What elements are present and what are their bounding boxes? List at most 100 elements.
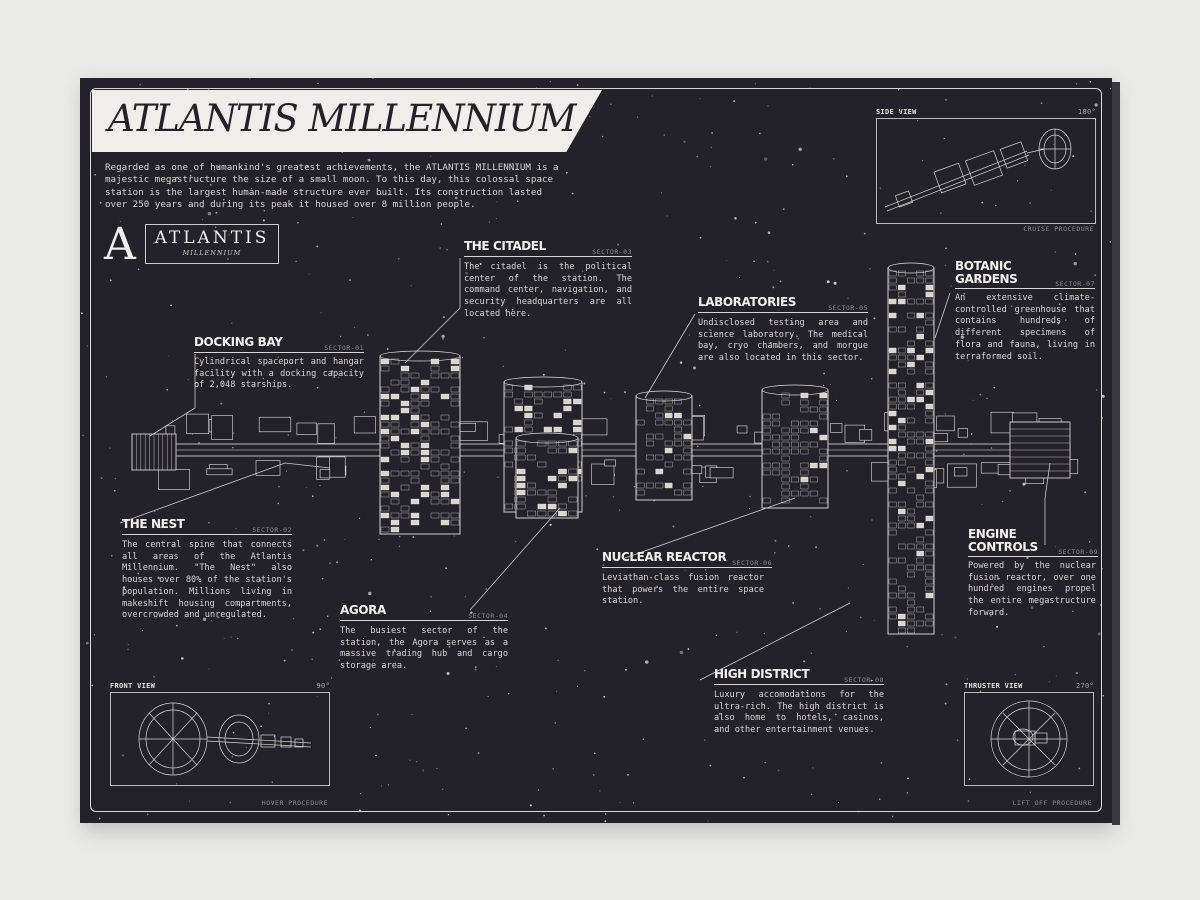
star — [576, 84, 579, 86]
star — [1094, 274, 1096, 277]
star — [110, 554, 113, 557]
star — [610, 398, 612, 400]
star — [991, 583, 994, 586]
sector-code: SECTOR-05 — [828, 304, 868, 312]
divider — [968, 556, 1098, 557]
star — [409, 759, 411, 761]
star — [684, 569, 686, 571]
star — [589, 116, 591, 118]
star — [398, 258, 400, 260]
star — [175, 783, 178, 785]
star — [995, 204, 997, 206]
star — [696, 155, 699, 158]
star — [306, 165, 309, 168]
intro-paragraph: Regarded as one of humankind's greatest … — [105, 162, 559, 211]
star — [198, 442, 200, 444]
star — [268, 712, 270, 714]
star — [1109, 87, 1112, 90]
star — [308, 273, 310, 275]
star — [1022, 482, 1026, 486]
divider — [340, 620, 508, 621]
star — [1099, 604, 1102, 606]
view-angle: 90° — [316, 682, 330, 690]
view-caption: LIFT OFF PROCEDURE — [1012, 799, 1092, 807]
divider — [122, 534, 292, 535]
star — [699, 98, 701, 100]
star — [94, 174, 96, 176]
star — [544, 627, 547, 630]
star — [190, 170, 192, 172]
star — [412, 536, 415, 538]
star — [873, 317, 876, 320]
star — [85, 641, 89, 645]
star — [944, 413, 946, 415]
divider — [194, 352, 364, 353]
star — [169, 168, 172, 170]
star — [237, 187, 239, 189]
star — [223, 637, 225, 639]
star — [687, 648, 690, 650]
star — [228, 234, 230, 236]
star — [130, 578, 133, 581]
star — [773, 269, 775, 271]
star — [996, 333, 998, 336]
sector-code: SECTOR-09 — [1058, 548, 1098, 556]
star — [645, 660, 649, 664]
star — [474, 666, 477, 668]
star — [585, 495, 587, 497]
star — [1064, 319, 1067, 321]
star — [331, 677, 333, 679]
sector-description: Cylindrical spaceport and hangar facilit… — [194, 357, 364, 391]
star — [336, 561, 338, 564]
star — [543, 814, 545, 817]
star — [295, 260, 297, 263]
star — [439, 247, 442, 249]
star — [188, 800, 190, 802]
star — [963, 292, 966, 295]
star — [338, 659, 341, 661]
star — [996, 625, 998, 628]
star — [891, 815, 894, 818]
star — [217, 166, 220, 168]
star — [235, 528, 237, 530]
star — [594, 752, 596, 755]
star — [554, 722, 556, 724]
star — [829, 383, 832, 386]
star — [287, 434, 289, 436]
star — [977, 281, 980, 283]
star — [618, 509, 621, 511]
star — [335, 437, 337, 439]
star — [477, 752, 480, 754]
star — [709, 764, 712, 767]
logo-mark: A — [104, 219, 136, 270]
star — [321, 577, 324, 580]
star — [862, 563, 864, 566]
star — [917, 120, 919, 122]
view-label: THRUSTER VIEW — [964, 682, 1023, 690]
star — [812, 767, 814, 769]
sector-name: LABORATORIES — [698, 295, 797, 309]
star — [202, 206, 204, 209]
star — [602, 564, 605, 567]
star — [262, 377, 265, 380]
star — [82, 434, 84, 437]
star — [663, 134, 665, 136]
view-frame — [876, 118, 1096, 224]
sector-description: The busiest sector of the station, the A… — [340, 626, 508, 672]
star — [998, 577, 1001, 580]
star — [1075, 671, 1079, 675]
star — [879, 187, 882, 190]
star — [250, 187, 253, 190]
star — [838, 802, 840, 804]
page-title: ATLANTIS MILLENNIUM — [108, 97, 577, 140]
logo-wordmark: ATLANTIS — [154, 228, 270, 248]
star — [612, 495, 615, 498]
star — [869, 268, 871, 270]
star — [791, 163, 794, 166]
view-label: FRONT VIEW — [110, 682, 156, 690]
star — [610, 103, 612, 105]
star — [956, 739, 959, 742]
star — [603, 391, 606, 394]
star — [1026, 556, 1029, 560]
sector-code: SECTOR-06 — [732, 559, 772, 567]
